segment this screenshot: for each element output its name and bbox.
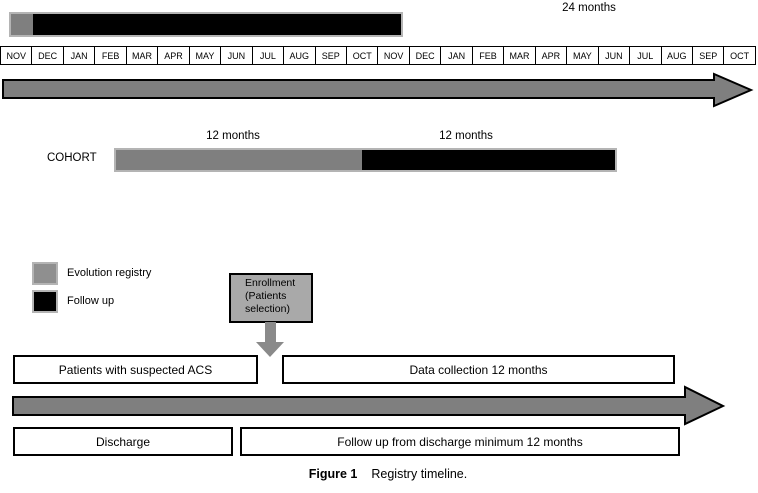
month-cell: DEC [409,46,442,65]
month-cell: JUL [252,46,285,65]
follow-up-segment [33,14,401,35]
month-cell: DEC [32,46,64,65]
month-cell: OCT [724,46,756,65]
cohort-followup-duration-label: 12 months [439,130,493,142]
figure-caption: Figure 1 Registry timeline. [0,467,758,481]
legend-swatch-evolution-registry [32,262,58,285]
cohort-registry-duration-label: 12 months [206,130,260,142]
month-cell: JUN [221,46,253,65]
month-cell: SEP [692,46,725,65]
month-cell: SEP [315,46,347,65]
month-cell: JUL [630,46,662,65]
followup-from-discharge-box: Follow up from discharge minimum 12 mont… [240,427,680,456]
month-cell: FEB [95,46,127,65]
timeline-arrow-top [2,72,754,108]
enrollment-note-box: Enrollment (Patients selection) [229,273,313,323]
figure-caption-number: Figure 1 [308,467,358,481]
month-cell: AUG [284,46,316,65]
data-collection-box: Data collection 12 months [282,355,675,384]
cohort-followup-segment [362,150,615,170]
month-cell: APR [158,46,190,65]
month-cell: JAN [441,46,473,65]
cohort-label: COHORT [47,152,97,164]
month-cell: MAR [126,46,159,65]
legend-swatch-follow-up [32,290,58,313]
discharge-box: Discharge [13,427,233,456]
registry-period-bar [9,12,403,37]
month-cell: OCT [346,46,379,65]
total-duration-label: 24 months [562,2,616,14]
month-cell: JUN [598,46,631,65]
month-cell: NOV [0,46,33,65]
timeline-arrow-bottom [12,385,726,426]
month-cell: AUG [661,46,693,65]
cohort-bar [114,148,617,172]
patients-suspected-acs-box: Patients with suspected ACS [13,355,258,384]
month-cell: FEB [472,46,505,65]
month-cell: MAY [567,46,599,65]
month-cell: APR [535,46,568,65]
month-cell: JAN [63,46,96,65]
figure-caption-text: Registry timeline. [371,467,468,481]
legend-label-evolution-registry: Evolution registry [67,267,152,279]
month-cell: NOV [378,46,410,65]
month-cell: MAR [504,46,536,65]
cohort-evolution-segment [116,150,362,170]
month-cell: MAY [189,46,222,65]
evolution-registry-segment [11,14,33,35]
legend-label-follow-up: Follow up [67,295,115,307]
enrollment-down-arrow [256,322,284,357]
